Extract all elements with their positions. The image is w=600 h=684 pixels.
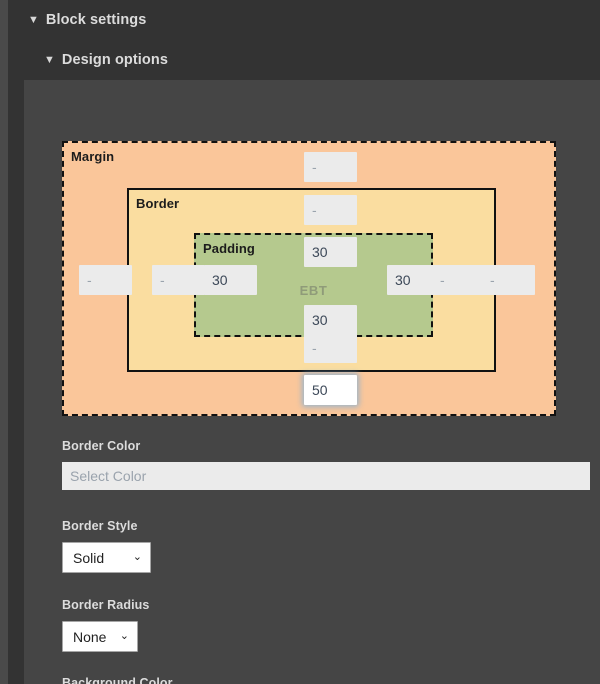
border-color-label: Border Color bbox=[62, 439, 141, 453]
chevron-down-icon: ▼ bbox=[44, 53, 55, 66]
box-model-editor: Margin Border Padding EBT bbox=[62, 141, 556, 416]
background-color-label: Background Color bbox=[62, 676, 173, 684]
block-settings-title: Block settings bbox=[45, 12, 147, 28]
border-radius-label: Border Radius bbox=[62, 598, 150, 612]
content-box-label: EBT bbox=[299, 283, 328, 298]
border-color-field: Border Color bbox=[62, 439, 600, 490]
border-bottom-input[interactable] bbox=[304, 333, 357, 363]
design-options-panel: ▼ Design options Margin Border Padding E… bbox=[24, 40, 600, 684]
block-settings-header[interactable]: ▼ Block settings bbox=[8, 0, 600, 40]
border-color-input[interactable] bbox=[62, 462, 590, 490]
margin-bottom-input[interactable] bbox=[304, 375, 357, 405]
margin-left-input[interactable] bbox=[79, 265, 132, 295]
margin-top-input[interactable] bbox=[304, 152, 357, 182]
padding-box-label: Padding bbox=[203, 241, 255, 256]
design-options-header[interactable]: ▼ Design options bbox=[24, 40, 600, 80]
border-radius-select-wrap: None ⌄ bbox=[62, 621, 138, 652]
padding-top-input[interactable] bbox=[304, 237, 357, 267]
border-radius-select[interactable]: None bbox=[62, 621, 138, 652]
border-left-input[interactable] bbox=[152, 265, 205, 295]
padding-right-input[interactable] bbox=[387, 265, 440, 295]
design-options-body: Margin Border Padding EBT bbox=[24, 80, 600, 684]
border-style-select[interactable]: Solid bbox=[62, 542, 151, 573]
design-options-title: Design options bbox=[61, 52, 169, 68]
margin-box-label: Margin bbox=[71, 149, 115, 164]
padding-left-input[interactable] bbox=[204, 265, 257, 295]
chevron-down-icon: ▼ bbox=[28, 13, 39, 26]
border-box-label: Border bbox=[136, 196, 180, 211]
border-style-field: Border Style Solid ⌄ bbox=[62, 519, 600, 573]
margin-right-input[interactable] bbox=[482, 265, 535, 295]
border-top-input[interactable] bbox=[304, 195, 357, 225]
padding-bottom-input[interactable] bbox=[304, 305, 357, 335]
border-right-input[interactable] bbox=[432, 265, 485, 295]
border-style-label: Border Style bbox=[62, 519, 138, 533]
block-settings-panel: ▼ Block settings ▼ Design options Margin… bbox=[8, 0, 600, 684]
border-radius-field: Border Radius None ⌄ bbox=[62, 598, 600, 652]
design-options-fields: Border Color Border Style Solid ⌄ Borde bbox=[62, 439, 600, 684]
background-color-field: Background Color bbox=[62, 676, 600, 684]
border-style-select-wrap: Solid ⌄ bbox=[62, 542, 151, 573]
